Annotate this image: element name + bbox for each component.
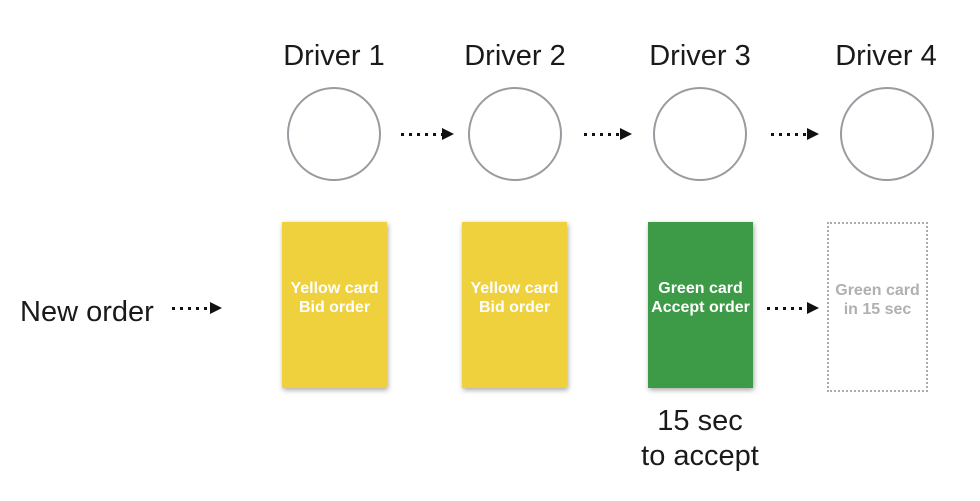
- card-title: Yellow card: [470, 280, 559, 297]
- accept-timeout-line2: to accept: [641, 440, 759, 472]
- accept-timeout-note: 15 sec to accept: [641, 404, 759, 474]
- card-title: Green card: [835, 282, 920, 299]
- driver-3-label: Driver 3: [649, 40, 751, 72]
- dotted-line: [767, 306, 807, 310]
- driver-2-yellow-card: Yellow card Bid order: [462, 222, 567, 388]
- driver-3-green-card: Green card Accept order: [648, 222, 753, 388]
- arrow-new-order-to-card: [172, 302, 222, 314]
- arrow-driver3-to-driver4: [771, 128, 819, 140]
- driver-1-circle: [287, 87, 381, 181]
- accept-timeout-line1: 15 sec: [657, 405, 743, 437]
- arrowhead-icon: [620, 128, 632, 140]
- driver-4-pending-card: Green card in 15 sec: [827, 222, 928, 392]
- card-subtitle: Bid order: [478, 299, 551, 316]
- card-subtitle: in 15 sec: [843, 301, 912, 318]
- card-subtitle: Accept order: [651, 299, 750, 316]
- dotted-line: [771, 132, 807, 136]
- driver-2-label: Driver 2: [464, 40, 566, 72]
- arrow-driver1-to-driver2: [401, 128, 454, 140]
- dotted-line: [584, 132, 620, 136]
- arrow-green-card-to-pending: [767, 302, 819, 314]
- arrowhead-icon: [442, 128, 454, 140]
- card-title: Yellow card: [290, 280, 379, 297]
- driver-2-circle: [468, 87, 562, 181]
- driver-1-label: Driver 1: [283, 40, 385, 72]
- arrow-driver2-to-driver3: [584, 128, 632, 140]
- arrowhead-icon: [807, 128, 819, 140]
- card-subtitle: Bid order: [298, 299, 371, 316]
- driver-4-label: Driver 4: [835, 40, 937, 72]
- driver-1-yellow-card: Yellow card Bid order: [282, 222, 387, 388]
- card-title: Green card: [658, 280, 743, 297]
- driver-4-circle: [840, 87, 934, 181]
- dotted-line: [172, 306, 210, 310]
- driver-3-circle: [653, 87, 747, 181]
- arrowhead-icon: [210, 302, 222, 314]
- dotted-line: [401, 132, 442, 136]
- new-order-label: New order: [20, 296, 154, 328]
- arrowhead-icon: [807, 302, 819, 314]
